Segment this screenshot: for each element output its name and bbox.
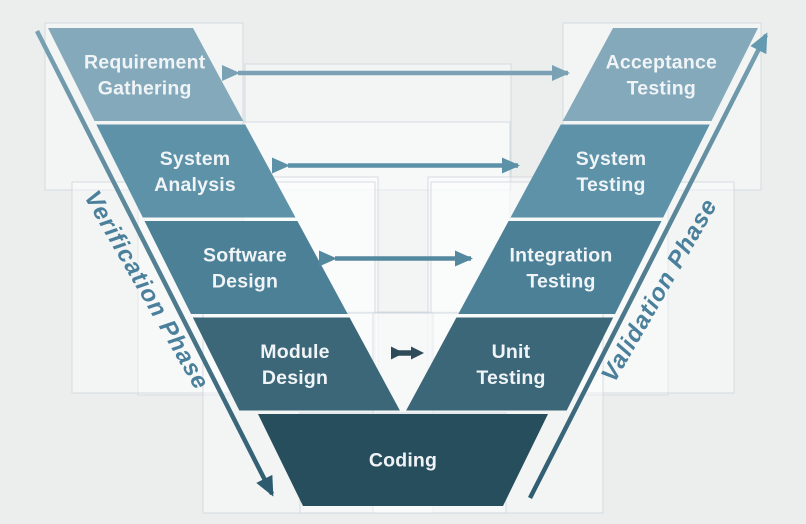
stage-label: Requirement [84,52,206,74]
stage-label: Unit [492,341,531,363]
stage-integration-testing [458,221,662,314]
stage-label: Design [262,367,328,389]
stage-label: Design [212,271,278,293]
stage-module-design [192,317,400,411]
stage-system-testing [510,124,710,218]
stage-label: Testing [576,174,645,196]
mapping-arrows [222,65,570,360]
stage-label: System [576,148,647,170]
stage-label: Testing [476,367,545,389]
validation-stage-labels: Acceptance Testing System Testing Integr… [476,52,717,390]
stage-label: Analysis [154,174,236,196]
stage-coding [258,414,548,506]
stage-label: Integration [510,245,613,267]
stage-label: Acceptance [606,52,717,74]
validation-axis-line [527,32,769,500]
validation-axis-arrow [527,32,769,500]
stage-software-design [144,221,348,314]
stage-system-analysis [96,124,296,218]
stage-requirement-gathering [48,28,244,121]
stage-label: Module [260,341,329,363]
stage-unit-testing [406,317,614,411]
verification-axis-arrow [34,29,275,497]
verification-stage-labels: Requirement Gathering System Analysis So… [84,52,330,390]
coding-label: Coding [369,450,437,472]
stage-label: Testing [526,271,595,293]
stage-label: Gathering [98,78,192,100]
stage-label: Testing [627,78,696,100]
validation-stages [406,28,758,411]
stage-label: Software [203,245,287,267]
stage-acceptance-testing [562,28,758,121]
stage-label: System [160,148,231,170]
verification-axis-line [34,29,275,497]
verification-stages [48,28,400,411]
